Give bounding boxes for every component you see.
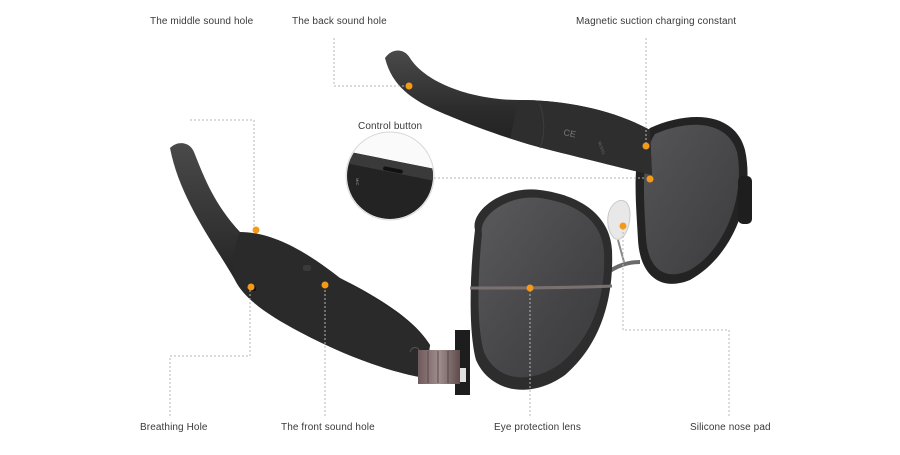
label-back-sound-hole: The back sound hole	[292, 16, 387, 27]
guide-middle-sound-hole	[190, 119, 255, 228]
guide-back-sound-hole	[333, 38, 408, 87]
back-temple-arm: CE MODEL	[385, 50, 652, 175]
marker-back-sound-hole	[405, 82, 413, 90]
label-front-sound-hole: The front sound hole	[281, 422, 375, 433]
front-lens-frame	[455, 189, 613, 395]
control-button-inset: MIC	[345, 131, 435, 221]
marker-front-sound-hole	[321, 281, 329, 289]
hinge	[418, 350, 460, 384]
callout-guides	[169, 38, 730, 418]
silicone-nose-pad	[607, 199, 631, 263]
marker-middle-sound-hole	[252, 226, 260, 234]
label-silicone-nose-pad: Silicone nose pad	[690, 422, 771, 433]
label-magnetic-charging: Magnetic suction charging constant	[576, 16, 737, 27]
label-control-button: Control button	[358, 121, 423, 132]
label-middle-sound-hole: The middle sound hole	[150, 16, 254, 27]
marker-control-button	[646, 175, 654, 183]
marker-breathing-hole	[247, 283, 255, 291]
hinge-grooves	[427, 351, 449, 383]
guide-breathing-hole	[169, 290, 251, 418]
marker-silicone-nose-pad	[619, 222, 627, 230]
markers	[247, 82, 654, 292]
svg-text:MODEL: MODEL	[597, 141, 607, 157]
marker-magnetic-charging	[642, 142, 650, 150]
label-breathing-hole: Breathing Hole	[140, 422, 208, 433]
label-eye-protection-lens: Eye protection lens	[494, 422, 581, 433]
svg-text:CE: CE	[563, 127, 577, 139]
svg-text:MIC: MIC	[355, 178, 360, 185]
back-lens-frame	[635, 117, 752, 284]
marker-eye-protection-lens	[526, 284, 534, 292]
guide-silicone-nose-pad	[622, 228, 730, 418]
